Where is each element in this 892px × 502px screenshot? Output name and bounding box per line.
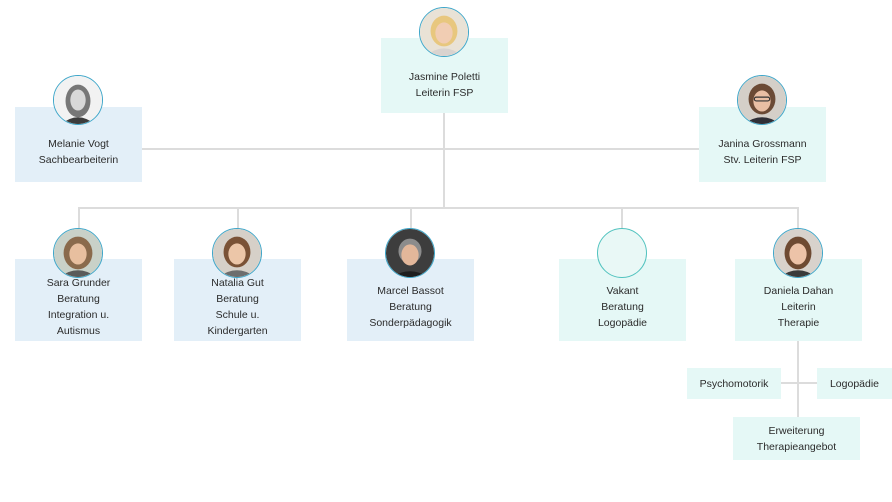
role: Logopädie <box>597 317 648 329</box>
avatar <box>53 228 103 278</box>
label: Logopädie <box>829 377 880 390</box>
role: Beratung <box>601 301 644 313</box>
connector-therapie-vertical <box>797 340 799 418</box>
node-psychomotorik: Psychomotorik <box>687 368 781 399</box>
avatar <box>212 228 262 278</box>
connector-drop-5 <box>797 207 799 229</box>
connector-team-horizontal <box>79 207 799 209</box>
node-logopaedie: Logopädie <box>817 368 892 399</box>
role: Schule u. <box>215 309 260 321</box>
connector-drop-1 <box>78 207 80 229</box>
connector-drop-2 <box>237 207 239 229</box>
name: Vakant <box>606 285 639 297</box>
name: Janina Grossmann <box>718 138 807 150</box>
connector-drop-3 <box>410 207 412 229</box>
avatar <box>737 75 787 125</box>
role: Integration u. <box>47 309 110 321</box>
role: Beratung <box>389 301 432 313</box>
node-beratung-sonderpaedagogik: Marcel Bassot Beratung Sonderpädagogik <box>347 259 474 341</box>
avatar-placeholder <box>597 228 647 278</box>
avatar <box>773 228 823 278</box>
node-erweiterung: Erweiterung Therapieangebot <box>733 417 860 460</box>
name: Jasmine Poletti <box>408 71 481 83</box>
role: Kindergarten <box>207 325 268 337</box>
label: Psychomotorik <box>699 377 769 390</box>
connector-staff-horizontal <box>142 148 700 150</box>
avatar <box>419 7 469 57</box>
name: Melanie Vogt <box>48 138 109 150</box>
role: Beratung <box>57 293 100 305</box>
role: Therapie <box>777 317 820 329</box>
name: Natalia Gut <box>211 277 264 289</box>
label: Erweiterung <box>768 424 825 437</box>
role: Autismus <box>56 325 101 337</box>
role: Leiterin <box>781 301 816 313</box>
role: Beratung <box>216 293 259 305</box>
name: Marcel Bassot <box>377 285 444 297</box>
label: Therapieangebot <box>756 440 837 453</box>
connector-top-vertical <box>443 113 445 209</box>
role: Leiterin FSP <box>415 87 474 99</box>
connector-therapie-horizontal <box>780 382 818 384</box>
avatar <box>385 228 435 278</box>
name: Daniela Dahan <box>763 285 834 297</box>
role: Sachbearbeiterin <box>38 154 119 166</box>
role: Stv. Leiterin FSP <box>723 154 802 166</box>
avatar <box>53 75 103 125</box>
connector-drop-4 <box>621 207 623 229</box>
role: Sonderpädagogik <box>369 317 452 329</box>
name: Sara Grunder <box>46 277 111 289</box>
